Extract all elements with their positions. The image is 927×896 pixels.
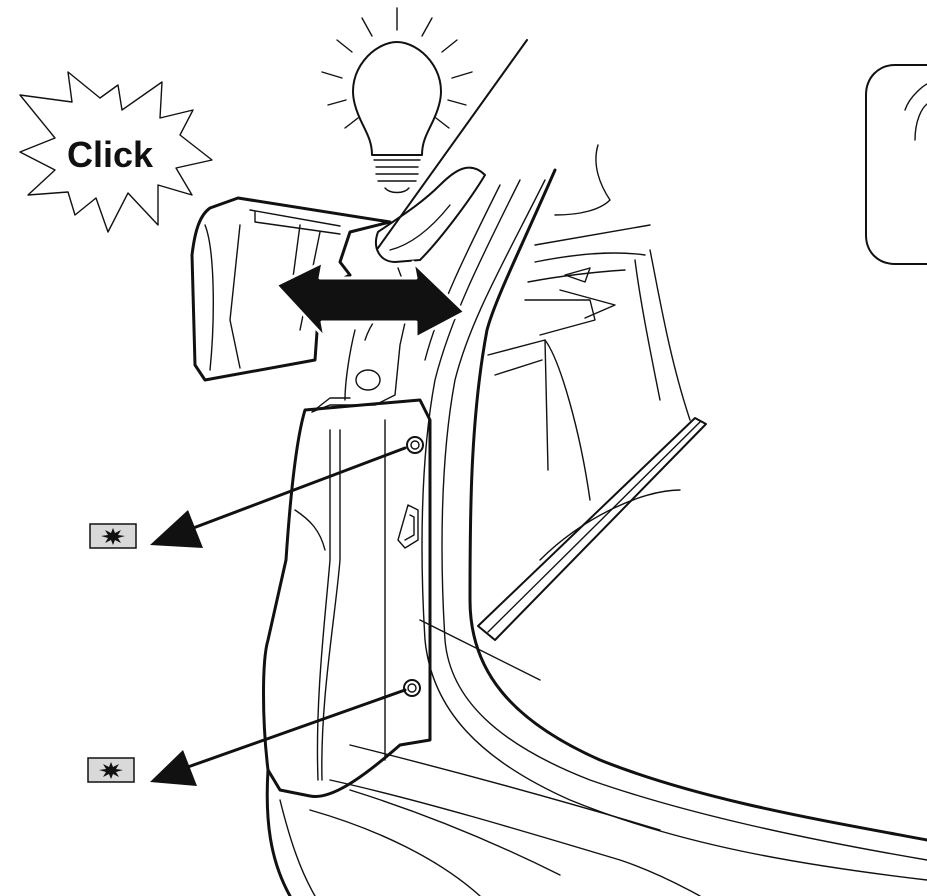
vehicle-body-outline: [309, 39, 927, 896]
star-symbol-icon: [89, 523, 137, 549]
removed-trim-cover: [190, 196, 392, 382]
star-symbol-icon: [87, 757, 135, 783]
fastener-arrow-upper: [150, 446, 407, 548]
click-burst-icon: Click: [19, 71, 213, 233]
detail-inset-icon: [865, 64, 927, 265]
lightbulb-icon: [321, 7, 473, 194]
fastener-arrow-lower: [150, 688, 407, 786]
side-trim-panel: [262, 398, 432, 896]
double-arrow-icon: [274, 260, 467, 340]
click-label: Click: [67, 134, 154, 175]
